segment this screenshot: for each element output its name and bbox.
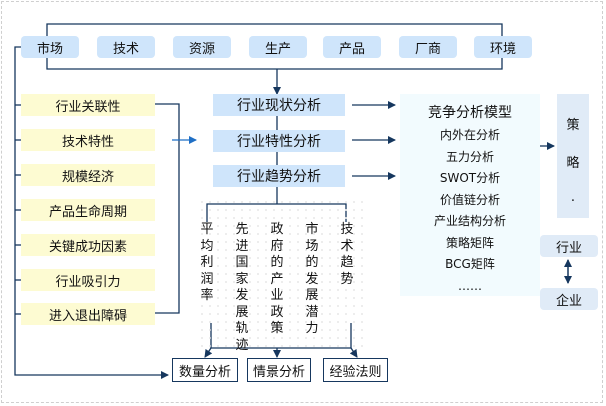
indicator-avg-profit: 平均利润率 (200, 222, 214, 303)
left-spine (14, 46, 169, 379)
model-item: BCG矩阵 (445, 257, 495, 271)
level-industry: 行业 (540, 235, 598, 257)
factor-environment: 环境 (474, 36, 532, 58)
competition-model-panel: 竞争分析模型 内外在分析 五力分析 SWOT分析 价值链分析 产业结构分析 策略… (400, 94, 540, 296)
method-quantitative: 数量分析 (172, 358, 238, 382)
indicator-market-potential: 市场的发展潜力 (305, 222, 319, 336)
model-item: 五力分析 (445, 149, 494, 164)
model-item: 内外在分析 (439, 128, 500, 142)
method-scenario: 情景分析 (247, 358, 311, 382)
factor-product: 产品 (323, 36, 381, 58)
factor-technology: 技术 (97, 36, 155, 58)
indicator-area (198, 198, 363, 348)
stage-current-status: 行业现状分析 (213, 94, 345, 116)
model-item: 产业结构分析 (433, 214, 506, 228)
attribute-item: 关键成功因素 (21, 234, 155, 256)
attribute-item: 产品生命周期 (21, 199, 155, 221)
factor-resources: 资源 (173, 36, 231, 58)
model-item: 价值链分析 (439, 192, 500, 207)
stage-trends: 行业趋势分析 (213, 165, 345, 187)
factor-production: 生产 (249, 36, 307, 58)
attribute-item: 行业吸引力 (21, 269, 155, 291)
factor-market: 市场 (21, 36, 79, 58)
competition-model-title: 竞争分析模型 (428, 105, 512, 121)
strategy-box: 策 略 . (557, 94, 589, 218)
attribute-item: 行业关联性 (21, 94, 155, 116)
attribute-bracket (155, 103, 180, 314)
factor-bracket-top (46, 23, 503, 36)
attribute-item: 进入退出障碍 (21, 303, 155, 325)
attribute-item: 规模经济 (21, 164, 155, 186)
model-item: …… (458, 278, 482, 293)
model-item: 策略矩阵 (445, 235, 494, 250)
indicator-government-policy: 政府的产业政策 (270, 222, 284, 336)
indicator-developed-countries: 先进国家发展轨迹 (235, 222, 249, 353)
factor-vendor: 厂商 (399, 36, 457, 58)
stage-characteristics: 行业特性分析 (213, 130, 345, 152)
method-rule-of-thumb: 经验法则 (323, 358, 388, 382)
model-item: SWOT分析 (439, 171, 501, 185)
attribute-item: 技术特性 (21, 129, 155, 151)
indicator-tech-trend: 技术趋势 (340, 222, 354, 287)
factor-bracket-bottom (46, 58, 503, 70)
level-enterprise: 企业 (540, 288, 598, 310)
